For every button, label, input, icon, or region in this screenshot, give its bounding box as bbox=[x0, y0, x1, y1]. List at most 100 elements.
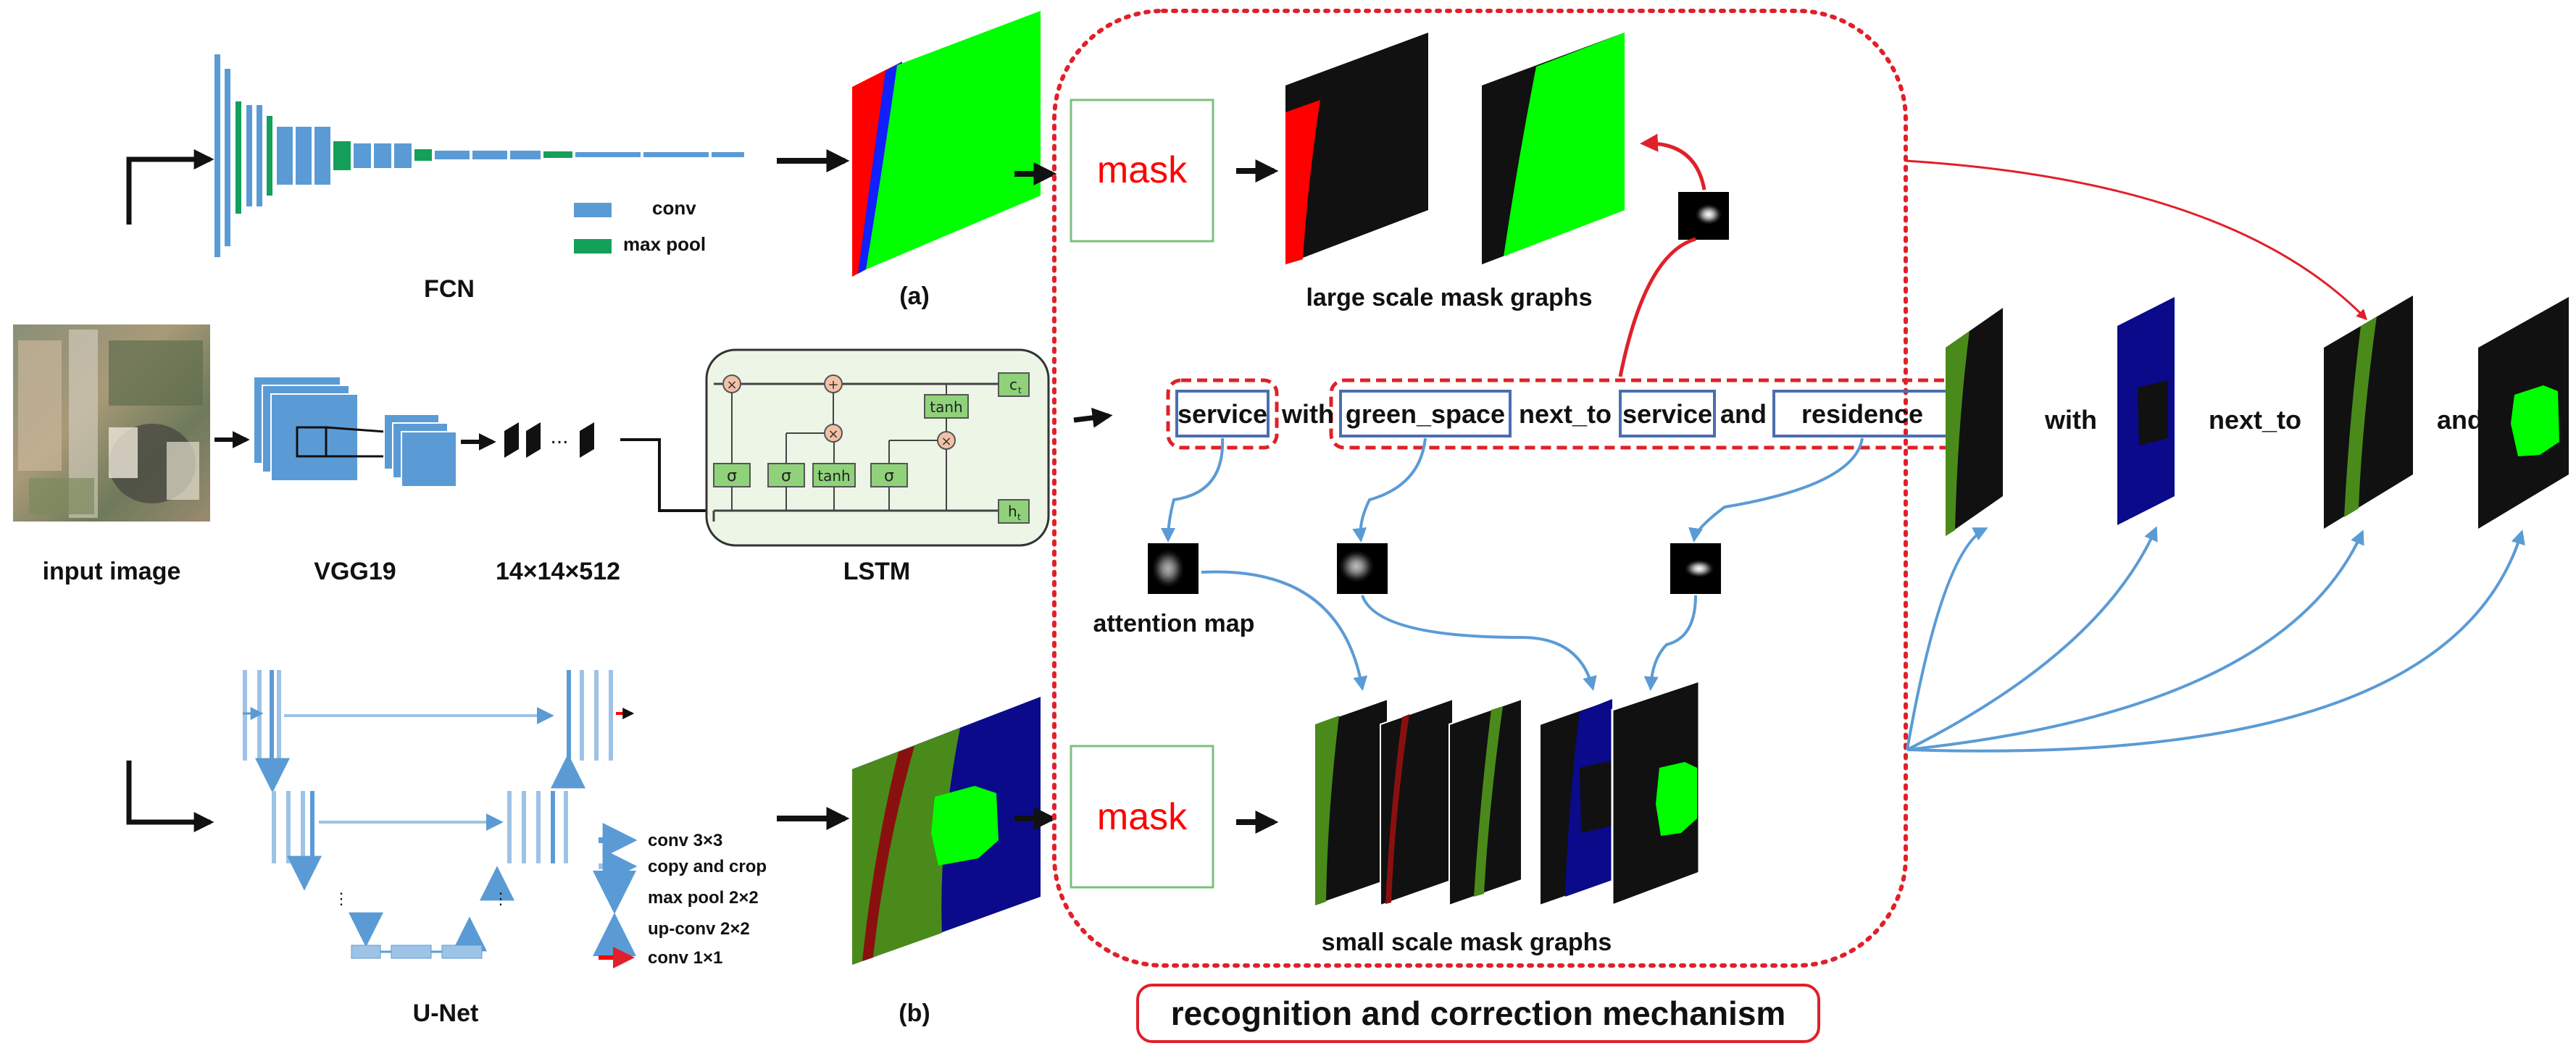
mask-label-top: mask bbox=[1097, 149, 1188, 191]
lstm-cell-state-sub: t bbox=[1018, 385, 1022, 395]
right-word-and: and bbox=[2437, 405, 2483, 435]
mechanism-boundary bbox=[1052, 9, 1908, 968]
lstm-sigma-1: σ bbox=[727, 467, 737, 485]
fcn-conv-layer bbox=[354, 143, 371, 168]
fcn-label: FCN bbox=[424, 275, 475, 303]
fcn-conv-layer bbox=[296, 127, 312, 185]
vgg19-network bbox=[253, 376, 457, 487]
unet-legend-up-conv: up-conv 2×2 bbox=[648, 919, 750, 939]
label-a: (a) bbox=[899, 282, 930, 310]
unet-legend-conv3: conv 3×3 bbox=[648, 831, 722, 850]
fcn-pool-layer bbox=[333, 141, 351, 170]
fcn-pool-layer bbox=[235, 101, 241, 214]
vgg19-label: VGG19 bbox=[314, 558, 396, 585]
fcn-conv-layer bbox=[510, 151, 541, 159]
arrow-attn1-to-small bbox=[1201, 570, 1368, 691]
arrow-residence-to-attention bbox=[1688, 437, 1864, 543]
attention-map-1-blob bbox=[1152, 550, 1184, 587]
caption-group-left bbox=[1166, 378, 1279, 450]
fcn-conv-layer bbox=[214, 54, 220, 257]
fcn-conv-layer bbox=[575, 152, 641, 157]
small-mask-5 bbox=[1611, 679, 1701, 908]
fcn-legend-pool-swatch bbox=[574, 239, 612, 254]
fcn-conv-layer bbox=[394, 143, 412, 168]
result-mask-2 bbox=[2117, 297, 2175, 525]
caption-word-residence: residence bbox=[1801, 399, 1923, 429]
fcn-pool-layer bbox=[267, 116, 272, 196]
svg-text:+: + bbox=[828, 377, 838, 393]
attention-red-up bbox=[1618, 237, 1696, 377]
attention-red-to-mask bbox=[1640, 133, 1706, 190]
lstm-cell: × + × × σ σ tanh σ tanh c t h t bbox=[705, 348, 1050, 547]
unet-output-mask bbox=[852, 697, 1041, 965]
caption-box-service-1 bbox=[1175, 390, 1270, 437]
arrow-service-to-attention bbox=[1161, 437, 1225, 543]
fcn-legend-conv-label: conv bbox=[652, 197, 696, 219]
lstm-tanh-out: tanh bbox=[930, 398, 962, 416]
label-b: (b) bbox=[899, 1000, 930, 1027]
svg-text:⋮: ⋮ bbox=[493, 889, 509, 908]
fcn-output-mask bbox=[852, 11, 1041, 277]
small-mask-3 bbox=[1449, 698, 1522, 907]
mask-box-top bbox=[1070, 99, 1214, 243]
feature-dims-label: 14×14×512 bbox=[496, 558, 620, 585]
svg-text:⋮: ⋮ bbox=[333, 889, 349, 908]
lstm-hidden-state-sub: t bbox=[1017, 512, 1021, 522]
input-image bbox=[13, 324, 210, 522]
svg-text:×: × bbox=[726, 377, 737, 393]
fcn-conv-layer bbox=[374, 143, 391, 168]
right-word-with: with bbox=[2044, 405, 2097, 435]
mechanism-title: recognition and correction mechanism bbox=[1136, 984, 1820, 1043]
feature-ellipsis: ... bbox=[550, 424, 568, 448]
arrow-attn2-to-small bbox=[1361, 595, 1597, 691]
svg-text:×: × bbox=[828, 427, 838, 442]
attention-map-large-blob bbox=[1696, 204, 1722, 225]
lstm-label: LSTM bbox=[843, 558, 911, 585]
result-mask-4 bbox=[2478, 297, 2569, 529]
caption-box-service-2 bbox=[1619, 390, 1716, 437]
lstm-to-caption-arrow bbox=[1073, 407, 1113, 428]
fanout-arrow-1 bbox=[1906, 527, 1988, 750]
unet-label: U-Net bbox=[413, 1000, 479, 1027]
caption-box-green-space bbox=[1339, 390, 1512, 437]
fcn-conv-layer bbox=[643, 152, 709, 157]
fcn-conv-layer bbox=[435, 151, 470, 159]
small-scale-masks bbox=[1314, 679, 1701, 908]
result-mask-1 bbox=[1946, 308, 2003, 536]
result-mask-3 bbox=[2324, 296, 2413, 529]
fanout-arrow-4 bbox=[1906, 529, 2525, 753]
attention-map-2-blob bbox=[1339, 550, 1374, 582]
red-arrow-to-right-mask bbox=[1905, 159, 2368, 321]
features-to-lstm-line bbox=[620, 438, 714, 512]
caption-word-green-space: green_space bbox=[1346, 399, 1505, 429]
attention-map-3-blob bbox=[1685, 560, 1714, 577]
feature-maps: ... bbox=[504, 422, 594, 458]
lstm-sigma-3: σ bbox=[884, 467, 894, 485]
fcn-conv-layer bbox=[246, 105, 252, 206]
fcn-network: conv max pool FCN bbox=[126, 54, 744, 303]
lstm-tanh-gate: tanh bbox=[817, 467, 850, 485]
lstm-hidden-state: h bbox=[1008, 503, 1017, 520]
caption-word-next-to: next_to bbox=[1519, 399, 1612, 429]
unet-legend-copy-crop: copy and crop bbox=[648, 857, 767, 876]
fcn-conv-layer bbox=[712, 152, 744, 157]
large-scale-mask-2 bbox=[1482, 33, 1625, 264]
fcn-conv-layer bbox=[225, 69, 230, 246]
lstm-sigma-2: σ bbox=[781, 467, 791, 485]
small-mask-1 bbox=[1314, 698, 1388, 907]
large-scale-mask-1 bbox=[1285, 33, 1428, 264]
fcn-conv-layer bbox=[277, 127, 293, 185]
fcn-conv-layer bbox=[257, 105, 262, 206]
arrow-attn3-to-small bbox=[1643, 595, 1697, 691]
input-image-label: input image bbox=[43, 558, 181, 585]
unet-input-arrow bbox=[126, 761, 214, 832]
caption-word-and: and bbox=[1720, 399, 1767, 429]
svg-text:×: × bbox=[941, 434, 951, 449]
small-mask-4 bbox=[1539, 698, 1613, 907]
mask-box-bottom bbox=[1070, 745, 1214, 889]
lstm-cell-state: c bbox=[1009, 376, 1017, 393]
fanout-arrow-3 bbox=[1906, 529, 2364, 751]
caption-word-service-1: service bbox=[1177, 399, 1267, 429]
